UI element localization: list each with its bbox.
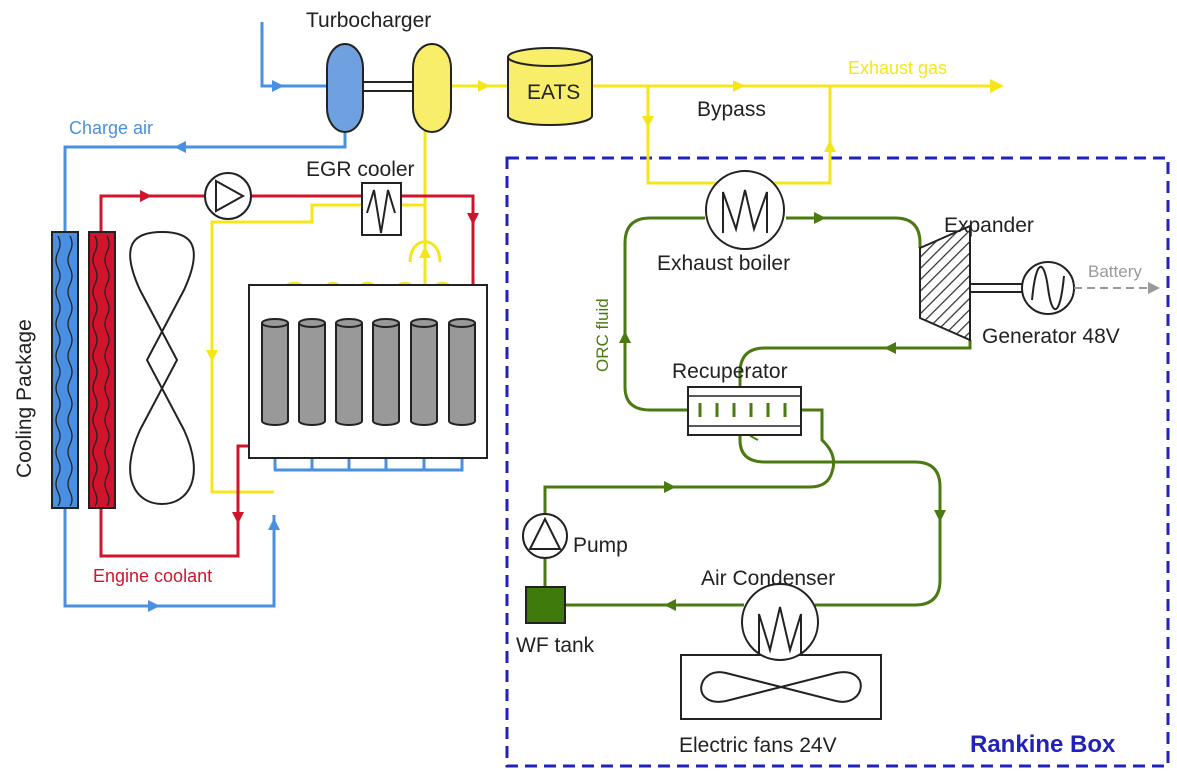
turbocharger-compressor bbox=[326, 43, 364, 133]
air-condenser bbox=[741, 583, 819, 661]
cooling-package bbox=[51, 231, 195, 509]
exhaust-gas-label: Exhaust gas bbox=[848, 58, 947, 78]
cooling-package-label: Cooling Package bbox=[13, 319, 36, 478]
engine-cylinders bbox=[261, 318, 476, 426]
rankine-box-border bbox=[505, 156, 1170, 768]
eats-label: EATS bbox=[527, 81, 580, 104]
electric-fans-label: Electric fans 24V bbox=[679, 734, 837, 757]
turbocharger-label: Turbocharger bbox=[306, 9, 431, 32]
charge-air-cooler bbox=[51, 231, 79, 509]
battery-link bbox=[1074, 282, 1160, 294]
engine-coolant-arrows bbox=[140, 190, 479, 524]
air-condenser-fan-housing bbox=[680, 654, 882, 720]
orc-fluid-label: ORC fluid bbox=[593, 298, 612, 372]
bypass-label: Bypass bbox=[697, 98, 766, 121]
engine-coolant-lines bbox=[99, 194, 475, 558]
cooling-fan bbox=[129, 231, 195, 505]
generator bbox=[1021, 261, 1075, 315]
coolant-pump bbox=[204, 172, 252, 220]
recuperator-label: Recuperator bbox=[672, 360, 788, 383]
wf-tank bbox=[525, 586, 566, 624]
radiator bbox=[88, 231, 116, 509]
expander bbox=[919, 224, 971, 342]
exhaust-boiler-label: Exhaust boiler bbox=[657, 252, 790, 275]
turbocharger-turbine bbox=[412, 43, 452, 133]
exhaust-boiler bbox=[705, 170, 785, 250]
generator-label: Generator 48V bbox=[982, 325, 1120, 348]
air-condenser-label: Air Condenser bbox=[701, 567, 835, 590]
engine-coolant-label: Engine coolant bbox=[93, 566, 212, 586]
turbocharger bbox=[326, 43, 452, 133]
expander-label: Expander bbox=[944, 214, 1034, 237]
rankine-box-label: Rankine Box bbox=[970, 731, 1116, 758]
charge-air-arrows bbox=[148, 80, 284, 612]
exhaust-arrows bbox=[206, 79, 1004, 362]
eats bbox=[507, 47, 593, 126]
egr-cooler-label: EGR cooler bbox=[306, 158, 415, 181]
orc-fluid-lines bbox=[543, 216, 972, 607]
egr-cooler bbox=[361, 182, 402, 236]
charge-air-label: Charge air bbox=[69, 118, 153, 138]
battery-label: Battery bbox=[1088, 262, 1142, 281]
orc-pump bbox=[522, 513, 568, 559]
wf-tank-label: WF tank bbox=[516, 634, 595, 657]
orc-fluid-arrows bbox=[619, 212, 946, 611]
recuperator bbox=[687, 386, 802, 436]
pump-label: Pump bbox=[573, 534, 628, 557]
expander-shaft bbox=[970, 283, 1022, 293]
